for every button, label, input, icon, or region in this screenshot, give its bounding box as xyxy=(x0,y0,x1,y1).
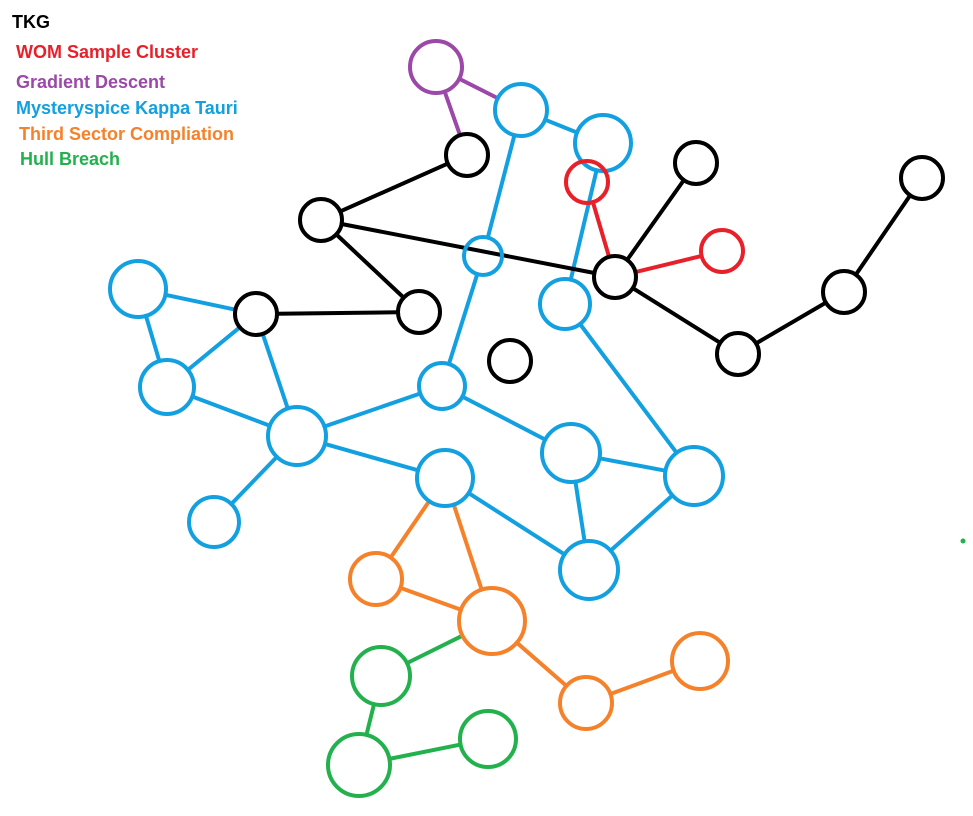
legend-item-wom: WOM Sample Cluster xyxy=(16,42,199,62)
edge-k_e-k_f xyxy=(274,310,401,316)
legend-item-third-sector: Third Sector Compliation xyxy=(19,124,235,144)
edge-layer xyxy=(143,76,913,761)
edge-b_top2-b_c2 xyxy=(568,168,599,282)
node-o_b xyxy=(670,631,730,691)
node-r_a xyxy=(564,159,610,205)
edge-b_r2-b_r3 xyxy=(608,493,675,553)
edge-k_g-k_c xyxy=(853,193,913,277)
edge-b_l3-b_m1 xyxy=(322,391,423,429)
edge-k_d-k_hub xyxy=(339,221,597,276)
node-b_r3 xyxy=(558,539,620,601)
edge-b_l2-k_e xyxy=(185,325,242,372)
stray-dot xyxy=(960,538,966,544)
node-b_l1 xyxy=(108,259,168,319)
node-b_mid xyxy=(462,235,504,277)
edge-k_hub-r_b xyxy=(633,253,704,275)
edge-purple1-b_top1 xyxy=(457,76,500,101)
edge-o_c-o_b xyxy=(608,668,676,697)
edge-b_r1-b_r2 xyxy=(597,456,668,473)
edge-r_a-k_hub xyxy=(590,200,612,259)
node-b_l4 xyxy=(187,495,241,549)
edge-b_top1-b_top2 xyxy=(543,117,580,135)
node-b_c2 xyxy=(538,277,592,331)
node-b_m1 xyxy=(417,361,467,411)
edge-k_d-k_f xyxy=(334,232,406,300)
edge-b_l3-b_c1 xyxy=(322,441,421,473)
legend-title: TKG xyxy=(12,12,50,32)
node-k_c xyxy=(899,155,945,201)
edge-b_m1-b_r1 xyxy=(460,394,548,442)
node-b_r1 xyxy=(540,422,602,484)
node-k_b xyxy=(673,140,719,186)
node-g_b xyxy=(458,709,518,769)
node-o_a xyxy=(348,551,404,607)
edge-k_a-k_d xyxy=(338,161,450,214)
node-b_l3 xyxy=(266,405,328,467)
edge-g_c-g_b xyxy=(387,742,463,761)
node-k_f xyxy=(396,289,442,335)
legend-item-hull-breach: Hull Breach xyxy=(20,149,121,169)
node-purple1 xyxy=(408,39,464,95)
node-k_h xyxy=(715,331,761,377)
edge-k_hub-k_h xyxy=(630,286,723,345)
edge-o_hub-o_c xyxy=(514,640,569,688)
edge-b_r1-b_r3 xyxy=(573,479,587,544)
node-layer xyxy=(108,39,945,798)
edge-b_l2-b_l3 xyxy=(190,394,272,428)
node-k_e xyxy=(233,291,279,337)
legend-item-mysteryspice: Mysteryspice Kappa Tauri xyxy=(16,98,238,118)
edge-k_h-k_g xyxy=(754,300,828,346)
edge-purple1-k_a xyxy=(442,89,463,138)
node-o_c xyxy=(558,675,614,731)
edge-k_e-b_l3 xyxy=(260,331,290,411)
edge-k_hub-k_b xyxy=(625,178,686,262)
node-k_iso xyxy=(487,338,533,384)
edge-b_c1-b_r3 xyxy=(466,491,567,557)
node-o_hub xyxy=(457,586,527,656)
node-b_top1 xyxy=(493,82,549,138)
edge-b_c1-o_hub xyxy=(451,502,484,592)
node-k_a xyxy=(444,132,490,178)
edge-b_l1-b_l2 xyxy=(143,313,162,364)
edge-o_hub-g_a xyxy=(404,633,465,666)
node-b_c1 xyxy=(415,448,475,508)
edge-b_c1-o_a xyxy=(388,499,432,560)
edge-o_a-o_hub xyxy=(398,585,463,612)
node-k_g xyxy=(821,269,867,315)
edge-b_mid-b_m1 xyxy=(446,272,480,367)
legend-item-gradient: Gradient Descent xyxy=(16,72,166,92)
node-k_hub xyxy=(592,254,638,300)
node-k_d xyxy=(298,197,344,243)
node-g_c xyxy=(326,732,392,798)
edge-b_c2-b_r2 xyxy=(578,322,679,455)
node-b_l2 xyxy=(138,358,196,416)
node-g_a xyxy=(350,645,412,707)
node-r_b xyxy=(699,228,745,274)
edge-b_l3-b_l4 xyxy=(229,454,279,507)
node-b_r2 xyxy=(663,445,725,507)
edge-b_l1-k_e xyxy=(163,292,238,312)
edge-b_top1-b_mid xyxy=(485,133,517,240)
edge-g_a-g_c xyxy=(364,702,377,737)
